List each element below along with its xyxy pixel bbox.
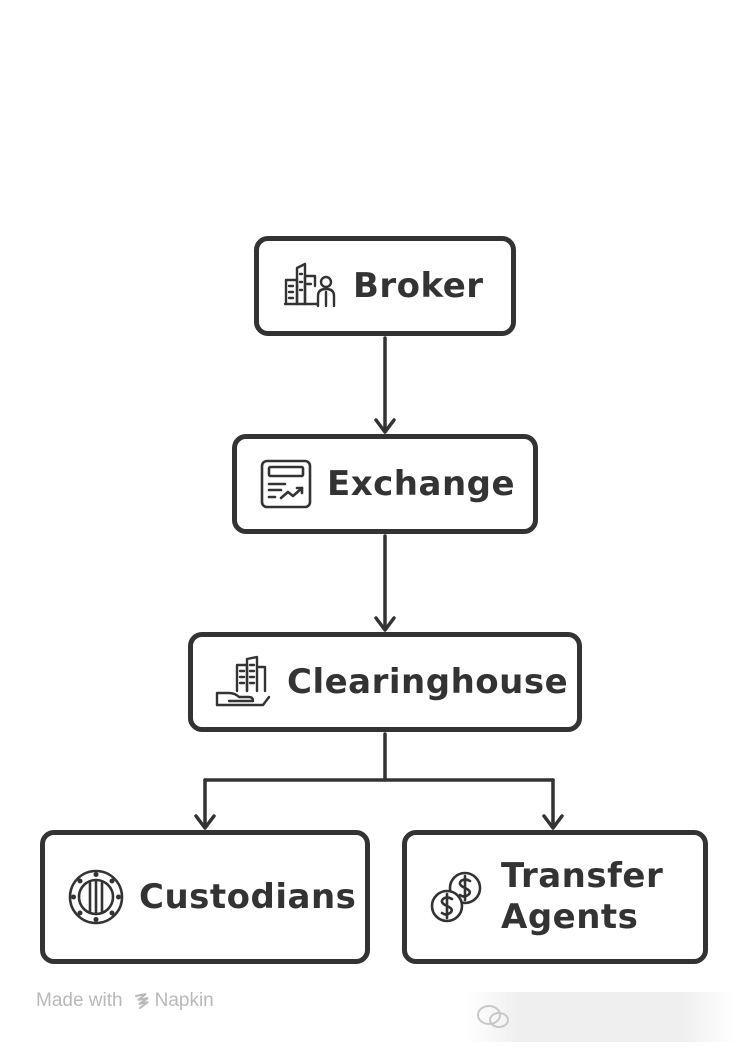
arrowhead-exchange	[374, 418, 396, 434]
watermark-overlay	[466, 992, 736, 1042]
napkin-logo-icon	[134, 993, 149, 1009]
arrowhead-transfer-agents	[542, 814, 564, 830]
exchange-chart-document-icon	[260, 459, 312, 509]
arrowhead-clearinghouse	[374, 616, 396, 632]
node-label-exchange: Exchange	[327, 463, 516, 504]
chat-bubbles-icon	[477, 1005, 509, 1028]
napkin-brand: Napkin	[133, 990, 214, 1012]
node-transfer-agents: Transfer Agents	[402, 830, 708, 964]
napkin-footer: Made with Napkin	[36, 990, 214, 1012]
node-broker: Broker	[254, 236, 516, 336]
node-exchange: Exchange	[232, 434, 538, 534]
broker-building-person-icon	[283, 262, 336, 308]
dollar-coins-icon	[430, 871, 482, 923]
node-custodians: Custodians	[40, 830, 370, 964]
node-label-clearinghouse: Clearinghouse	[287, 661, 569, 702]
node-label-custodians: Custodians	[139, 876, 357, 917]
arrowhead-custodians	[194, 814, 216, 830]
footer-made-with: Made with	[36, 990, 123, 1011]
node-label-transfer-agents: Transfer Agents	[501, 856, 664, 937]
footer-brand-name: Napkin	[154, 990, 214, 1011]
clearinghouse-buildings-hand-icon	[215, 655, 271, 707]
vault-icon	[68, 869, 124, 925]
node-clearinghouse: Clearinghouse	[188, 632, 582, 732]
node-label-broker: Broker	[353, 265, 484, 306]
